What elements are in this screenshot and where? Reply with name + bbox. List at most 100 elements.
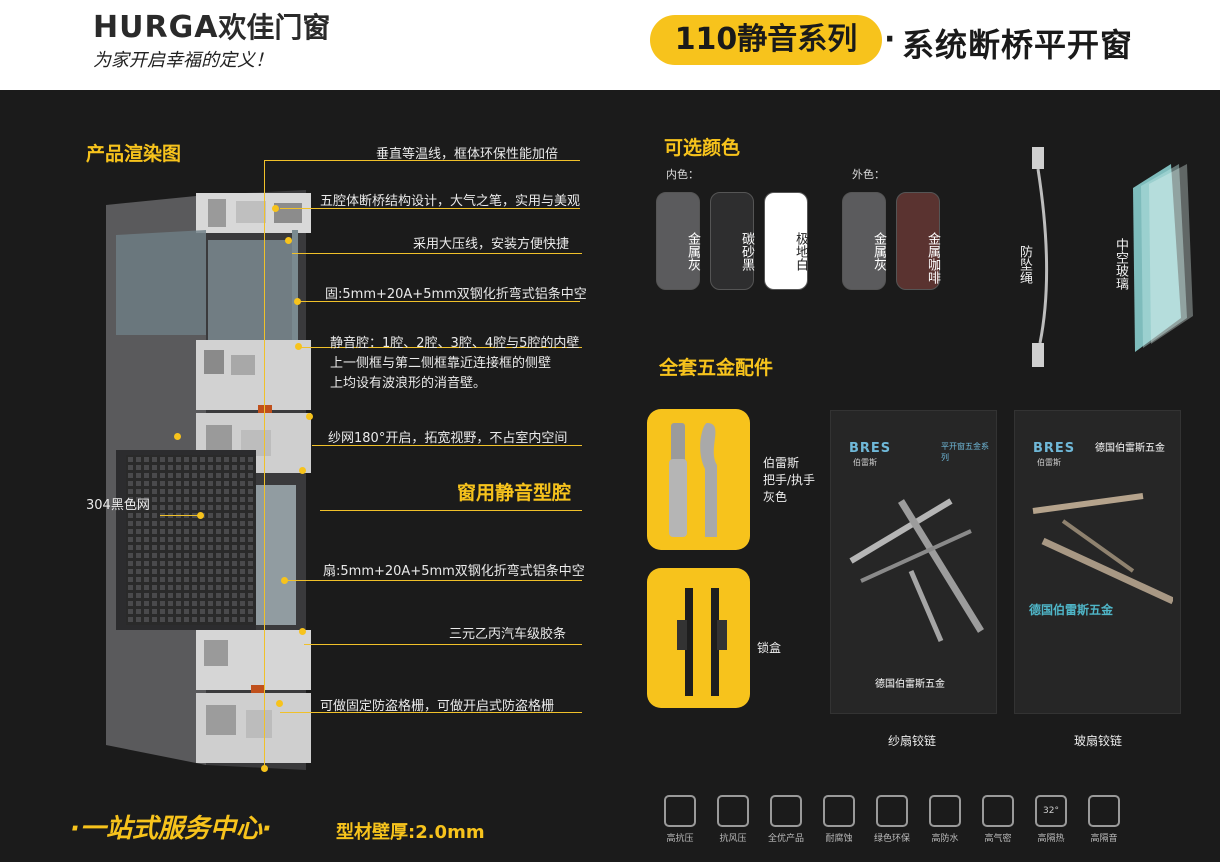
annotation-mute-3: 上均设有波浪形的消音壁。 (330, 376, 487, 391)
lock-box-icon (677, 588, 727, 696)
slogan: 为家开启幸福的定义！ (93, 50, 273, 71)
feature-label: 高防水 (931, 834, 959, 844)
hinge-poster-screen[interactable]: BRES 伯雷斯 平开窗五金系列 德国伯雷斯五金 (830, 410, 997, 714)
outer-color-label: 外色： (852, 168, 885, 181)
annotation-dot (285, 237, 292, 244)
airtight-icon (982, 795, 1014, 827)
inner-color-label: 内色： (666, 168, 699, 181)
feature-label: 全优产品 (767, 834, 804, 844)
temperature-text: 32° (1043, 806, 1059, 816)
feature-label: 高隔音 (1090, 834, 1118, 844)
annotation-fixed-glass: 固:5mm+20A+5mm双钢化折弯式铝条中空 (325, 287, 587, 302)
rain-icon (929, 795, 961, 827)
logo-cn: 欢佳门窗 (218, 11, 331, 44)
poster-brand: BRES (1033, 441, 1076, 456)
annotation-line (298, 301, 580, 302)
annotation-dot (294, 298, 301, 305)
check-icon (770, 795, 802, 827)
title-dot: · (884, 22, 896, 57)
annotation-line (280, 208, 580, 209)
wind-pressure-icon (717, 795, 749, 827)
annotation-dot (299, 467, 306, 474)
title-series: 110静音系列 (674, 22, 858, 57)
feature-6: 高防水 (923, 795, 967, 844)
mesh-label: 304黑色网 (86, 498, 150, 513)
annotation-sash-glass: 扇:5mm+20A+5mm双钢化折弯式铝条中空 (323, 564, 585, 579)
annotation-dot (197, 512, 204, 519)
annotation-line (160, 515, 200, 516)
header: HURGA欢佳门窗 为家开启幸福的定义！ 110静音系列 · 系统断桥平开窗 (0, 0, 1220, 90)
fixed-glass (116, 230, 206, 335)
inner-swatch-2[interactable] (710, 192, 754, 290)
poster-brand-cn: 伯雷斯 (853, 458, 877, 467)
feature-5: 绿色环保 (870, 795, 914, 844)
screen-hinge-caption: 纱扇铰链 (888, 734, 937, 748)
feature-label: 耐腐蚀 (825, 834, 853, 844)
inner-swatch-label: 碳砂黑 (739, 232, 754, 271)
annotation-dot (261, 765, 268, 772)
inner-swatch-1[interactable] (656, 192, 700, 290)
annotation-spine (264, 160, 265, 770)
speaker-mute-icon (1088, 795, 1120, 827)
outer-swatch-2[interactable] (896, 192, 940, 290)
poster-top-text: 德国伯雷斯五金 (1095, 443, 1165, 454)
annotation-mute-1: 静音腔：1腔、2腔、3腔、4腔与5腔的内壁 (330, 336, 580, 351)
feature-label: 抗风压 (719, 834, 747, 844)
fall-rope-image (1032, 147, 1049, 367)
annotation-dot (276, 700, 283, 707)
brand-logo[interactable]: HURGA欢佳门窗 (93, 6, 330, 46)
annotation-dot (272, 205, 279, 212)
feature-7: 高气密 (976, 795, 1020, 844)
annotation-line (286, 580, 582, 581)
feature-2: 抗风压 (711, 795, 755, 844)
feature-label: 绿色环保 (873, 834, 910, 844)
feature-label: 高抗压 (666, 834, 694, 844)
feature-8: 32° 高隔热 (1029, 795, 1073, 844)
feature-4: 耐腐蚀 (817, 795, 861, 844)
feature-label: 高气密 (984, 834, 1012, 844)
annotation-line (304, 644, 582, 645)
annotation-line (300, 347, 582, 348)
handle-label: 伯雷斯 把手/执手 灰色 (763, 456, 816, 504)
leaf-icon (876, 795, 908, 827)
annotation-dot (295, 343, 302, 350)
annotation-gasket: 三元乙丙汽车级胶条 (449, 627, 567, 642)
annotation-dot (281, 577, 288, 584)
poster-series: 平开窗五金系列 (941, 442, 989, 462)
lock-card[interactable] (647, 568, 750, 708)
feature-label: 高隔热 (1037, 834, 1065, 844)
colors-section-title: 可选颜色 (664, 137, 741, 159)
hollow-glass-label: 中空玻璃 (1113, 238, 1128, 290)
fall-rope-label: 防坠绳 (1017, 245, 1032, 284)
inner-swatch-label: 极地白 (793, 232, 808, 271)
inner-swatch-label: 金属灰 (685, 232, 700, 271)
annotation-mute-chamber: 窗用静音型腔 (457, 482, 572, 504)
service-center-title: ·一站式服务中心· (70, 814, 272, 844)
outer-swatch-label: 金属灰 (871, 232, 886, 271)
annotation-dot (299, 628, 306, 635)
annotation-five-chamber: 五腔体断桥结构设计，大气之笔，实用与美观 (320, 194, 581, 209)
annotation-dot (306, 413, 313, 420)
hinge-poster-glass[interactable]: BRES 伯雷斯 德国伯雷斯五金 德国伯雷斯五金 (1014, 410, 1181, 714)
poster-bottom-text: 德国伯雷斯五金 (875, 679, 945, 690)
annotation-line (312, 445, 582, 446)
inner-swatch-3[interactable] (764, 192, 808, 290)
skull-icon (823, 795, 855, 827)
outer-swatch-1[interactable] (842, 192, 886, 290)
render-section-title: 产品渲染图 (86, 143, 182, 165)
poster-brand-cn: 伯雷斯 (1037, 458, 1061, 467)
wall-thickness: 型材壁厚:2.0mm (336, 822, 485, 843)
annotation-grille: 可做固定防盗格栅，可做开启式防盗格栅 (320, 699, 555, 714)
sash-glass (256, 485, 296, 625)
annotation-line (320, 510, 582, 511)
annotation-line (280, 712, 582, 713)
annotation-line (292, 253, 582, 254)
annotation-line (264, 160, 580, 161)
annotation-screen: 纱网180°开启，拓宽视野，不占室内空间 (328, 431, 568, 446)
annotation-isotherm: 垂直等温线，框体环保性能加倍 (376, 147, 559, 162)
feature-3: 全优产品 (764, 795, 808, 844)
pressure-icon (664, 795, 696, 827)
handle-card[interactable] (647, 409, 750, 550)
annotation-press-line: 采用大压线，安装方便快捷 (413, 237, 570, 252)
poster-brand: BRES (849, 441, 892, 456)
